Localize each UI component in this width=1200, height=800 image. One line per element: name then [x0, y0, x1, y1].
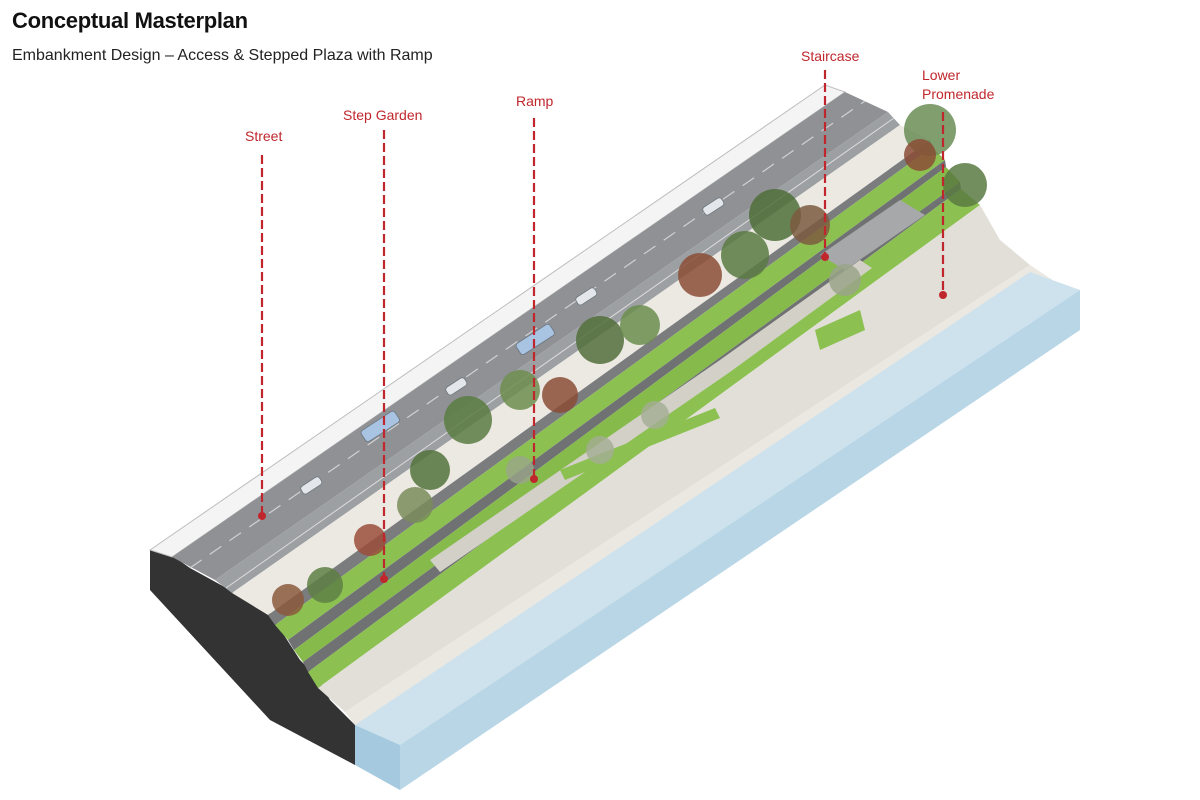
callout-staircase: Staircase [801, 48, 860, 64]
ramp-marker [530, 475, 538, 483]
terrace-wall-2 [288, 160, 946, 650]
street-marker [258, 512, 266, 520]
callout-lower-promenade-line2: Promenade [922, 86, 995, 102]
callout-ramp: Ramp [516, 93, 554, 109]
terrace-grass-1 [275, 147, 945, 640]
diagram-subtitle: Embankment Design – Access & Stepped Pla… [12, 47, 433, 64]
street-road-lane [215, 112, 900, 593]
trees [272, 104, 987, 616]
river-water-face [355, 725, 400, 790]
terrace-grass-2 [294, 167, 960, 662]
callout-lower-promenade-line1: Lower [922, 67, 961, 83]
callout-street: Street [245, 128, 283, 144]
callout-step-garden: Step Garden [343, 107, 423, 123]
callout-leaders [258, 70, 947, 583]
step-garden-marker [380, 575, 388, 583]
staircase-block [820, 200, 925, 270]
step-grass-right [815, 310, 865, 350]
river-water-top [355, 272, 1080, 745]
river-water-side [400, 290, 1080, 790]
diagram-title: Conceptual Masterplan [12, 8, 248, 33]
staircase-marker [821, 253, 829, 261]
lower-promenade-marker [939, 291, 947, 299]
section-cut-face [150, 550, 355, 765]
